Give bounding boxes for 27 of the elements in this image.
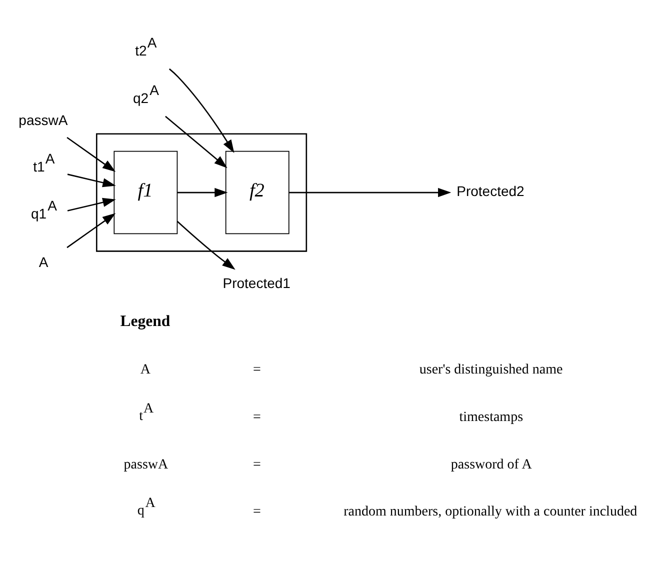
label: A bbox=[140, 362, 151, 378]
arrow bbox=[67, 197, 116, 211]
arrow bbox=[177, 187, 228, 197]
node-text: A bbox=[38, 253, 48, 270]
arrow bbox=[168, 68, 234, 152]
node-box: f2 bbox=[225, 150, 290, 234]
label: random numbers, optionally with a counter included bbox=[344, 504, 638, 520]
arrow bbox=[176, 220, 236, 270]
node-text: Protected2 bbox=[456, 182, 524, 198]
label: password of A bbox=[450, 456, 532, 472]
arrow bbox=[66, 136, 116, 172]
cluster bbox=[96, 132, 308, 252]
label: = bbox=[252, 409, 261, 424]
arrow bbox=[165, 115, 228, 168]
arrow bbox=[289, 187, 452, 197]
label: timestamps bbox=[459, 409, 524, 424]
label: = bbox=[252, 362, 261, 378]
node-box: f1 bbox=[114, 150, 178, 234]
node-text: passwA bbox=[18, 111, 68, 128]
label: = bbox=[252, 504, 261, 520]
label: user's distinguished name bbox=[419, 362, 563, 378]
node-text: Protected1 bbox=[222, 274, 290, 290]
label: Legend bbox=[120, 312, 170, 330]
arrow bbox=[66, 212, 116, 248]
arrow bbox=[67, 173, 116, 187]
label: passwA bbox=[124, 456, 168, 472]
label: = bbox=[252, 456, 261, 472]
